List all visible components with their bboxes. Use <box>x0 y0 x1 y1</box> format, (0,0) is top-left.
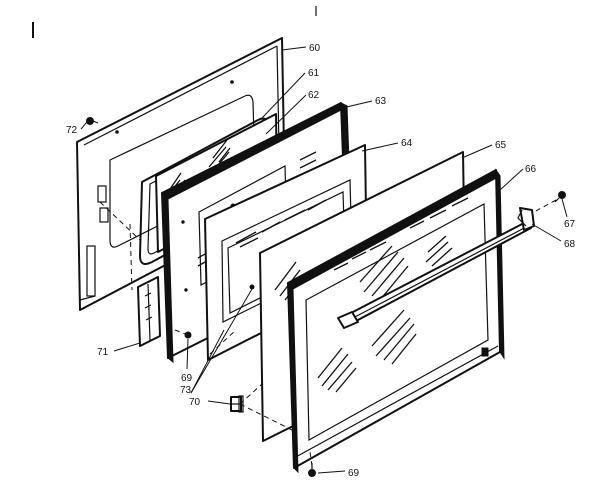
leader-lines <box>80 46 568 474</box>
label-60: 60 <box>309 43 321 54</box>
assembly-lines <box>99 199 557 467</box>
label-71: 71 <box>97 347 109 358</box>
label-62: 62 <box>308 90 320 101</box>
label-61: 61 <box>308 68 320 79</box>
label-65: 65 <box>495 140 507 151</box>
label-63: 63 <box>375 96 387 107</box>
door-handle <box>337 207 535 329</box>
hinge-bracket <box>137 276 161 347</box>
label-67: 67 <box>564 219 576 230</box>
label-66: 66 <box>525 164 537 175</box>
label-69-upper: 69 <box>181 373 193 384</box>
part-labels: 60 61 62 63 64 65 66 67 68 69 70 71 72 7… <box>66 43 576 479</box>
label-72: 72 <box>66 125 78 136</box>
label-64: 64 <box>401 138 413 149</box>
screw-72 <box>86 117 99 125</box>
label-68: 68 <box>564 239 576 250</box>
label-73: 73 <box>180 385 192 396</box>
label-70: 70 <box>189 397 201 408</box>
label-69-lower: 69 <box>348 468 360 479</box>
hinge-clip <box>230 395 244 413</box>
screw-67 <box>554 191 566 203</box>
outer-door-panel <box>287 168 505 474</box>
